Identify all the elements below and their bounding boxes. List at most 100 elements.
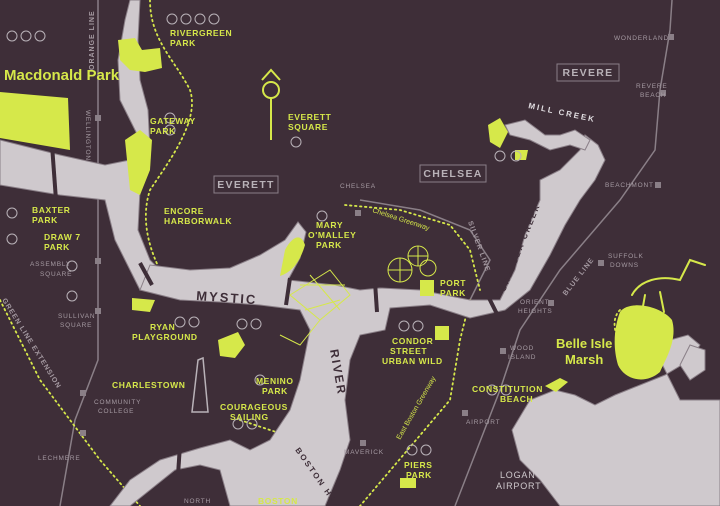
suffolk-label-1: SUFFOLK bbox=[608, 253, 644, 260]
encore-label-1: ENCORE bbox=[164, 206, 204, 216]
condor-label-1: CONDOR bbox=[392, 336, 433, 346]
ryan-label-2: PLAYGROUND bbox=[132, 332, 198, 342]
ryan-label-1: RYAN bbox=[150, 322, 175, 332]
orange-line-label: ORANGE LINE bbox=[89, 10, 96, 70]
suffolk-label-2: DOWNS bbox=[610, 262, 639, 269]
gateway-park-area bbox=[125, 130, 152, 195]
bike-icon bbox=[164, 112, 176, 124]
tree-icon bbox=[34, 30, 46, 42]
everett-sq-label-1: EVERETT bbox=[288, 112, 332, 122]
bus-icon bbox=[208, 13, 220, 25]
courageous-label-1: COURAGEOUS bbox=[220, 402, 288, 412]
logan-label-2: AIRPORT bbox=[496, 481, 541, 491]
north-label: NORTH bbox=[184, 498, 211, 505]
macdonald-label: Macdonald Park bbox=[4, 67, 120, 84]
revere-beach-label-1: REVERE bbox=[636, 83, 668, 90]
tree-icon bbox=[250, 318, 262, 330]
park-labels: Macdonald Park RIVERGREEN PARK GATEWAY P… bbox=[4, 28, 612, 506]
bike-icon bbox=[166, 13, 178, 25]
tree-icon bbox=[254, 374, 266, 386]
tobin-bridge-art bbox=[279, 269, 351, 346]
mary-label-1: MARY bbox=[316, 220, 343, 230]
macdonald-park-area bbox=[0, 92, 70, 150]
menino-label-1: MENINO bbox=[256, 376, 294, 386]
gateway-label-1: GATEWAY bbox=[150, 116, 196, 126]
port-label-1: PORT bbox=[440, 278, 466, 288]
chelsea-station-label: CHELSEA bbox=[340, 183, 376, 190]
constitution-beach-area bbox=[545, 378, 568, 392]
city-labels: EVERETT CHELSEA REVERE bbox=[213, 63, 620, 194]
mary-omalley-area bbox=[280, 237, 305, 276]
piers-label-1: PIERS bbox=[404, 460, 433, 470]
menino-park-area bbox=[218, 332, 245, 358]
bike-icon bbox=[398, 320, 410, 332]
sullivan-label-2: SQUARE bbox=[60, 322, 92, 329]
bike-icon bbox=[232, 418, 244, 430]
walk-icon bbox=[180, 13, 192, 25]
baxter-label-2: PARK bbox=[32, 215, 58, 225]
tree-icon bbox=[420, 444, 432, 456]
courageous-label-2: SAILING bbox=[230, 412, 269, 422]
orient-label-1: ORIENT bbox=[520, 299, 549, 306]
bike-icon bbox=[6, 30, 18, 42]
condor-label-2: STREET bbox=[390, 346, 427, 356]
walk-icon bbox=[20, 30, 32, 42]
community-label-2: COLLEGE bbox=[98, 408, 134, 415]
belle-isle-area bbox=[614, 305, 674, 380]
mary-label-3: PARK bbox=[316, 240, 342, 250]
bus-icon bbox=[406, 444, 418, 456]
city-everett: EVERETT bbox=[217, 179, 275, 191]
boston-harbor bbox=[511, 334, 720, 506]
mill-creek-area bbox=[488, 118, 508, 148]
wellington-label: WELLINGTON bbox=[84, 110, 91, 161]
bus-icon bbox=[290, 136, 302, 148]
heron-icon bbox=[631, 258, 706, 313]
walk-icon bbox=[236, 318, 248, 330]
wonderland-label: WONDERLAND bbox=[614, 35, 669, 42]
tree-icon bbox=[174, 316, 186, 328]
ryan-playground-area bbox=[132, 298, 155, 312]
walk-icon bbox=[164, 124, 176, 136]
piers-park-area bbox=[400, 478, 416, 488]
bike-icon bbox=[66, 260, 78, 272]
mary-label-2: O'MALLEY bbox=[308, 230, 356, 240]
port-label-2: PARK bbox=[440, 288, 466, 298]
walk-icon bbox=[412, 320, 424, 332]
mystic-label: MYSTIC bbox=[196, 288, 258, 307]
draw7-label-1: DRAW 7 bbox=[44, 232, 81, 242]
amenity-icons bbox=[6, 13, 522, 456]
rivergreen-label-1: RIVERGREEN bbox=[170, 28, 232, 38]
beachmont-label: BEACHMONT bbox=[605, 182, 654, 189]
belle-isle-label-1: Belle Isle bbox=[556, 336, 612, 351]
encore-label-2: HARBORWALK bbox=[164, 216, 232, 226]
wood-label-2: ISLAND bbox=[508, 354, 536, 361]
rivergreen-label-2: PARK bbox=[170, 38, 196, 48]
station-markers bbox=[80, 34, 674, 446]
obelisk-icon bbox=[191, 356, 209, 413]
boston-label: BOSTON bbox=[258, 496, 298, 506]
walk-icon bbox=[66, 290, 78, 302]
city-chelsea: CHELSEA bbox=[423, 168, 482, 180]
walk-icon bbox=[500, 384, 512, 396]
menino-label-2: PARK bbox=[262, 386, 288, 396]
assembly-label-2: SQUARE bbox=[40, 271, 72, 278]
tree-icon bbox=[316, 210, 328, 222]
park-areas bbox=[0, 38, 674, 488]
community-label-1: COMMUNITY bbox=[94, 399, 141, 406]
city-revere: REVERE bbox=[563, 67, 614, 79]
bike-icon bbox=[486, 384, 498, 396]
bike-icon bbox=[6, 207, 18, 219]
constitution-label-1: CONSTITUTION bbox=[472, 384, 543, 394]
sullivan-label-1: SULLIVAN bbox=[58, 313, 95, 320]
revere-beach-label-2: BEACH bbox=[640, 92, 666, 99]
assembly-label-1: ASSEMBLY bbox=[30, 261, 71, 268]
gateway-label-2: PARK bbox=[150, 126, 176, 136]
bus-icon bbox=[510, 150, 522, 162]
harbor-inner bbox=[679, 344, 706, 381]
piers-label-2: PARK bbox=[406, 470, 432, 480]
logan-label-1: LOGAN bbox=[500, 470, 536, 480]
mill-creek bbox=[504, 119, 591, 151]
mill-creek-area-2 bbox=[515, 150, 528, 160]
